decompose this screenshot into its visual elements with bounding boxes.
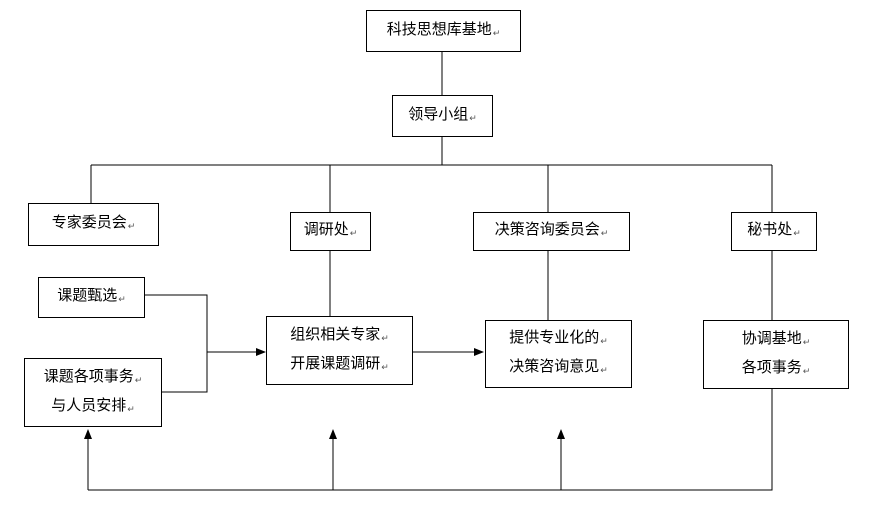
line-feedback-loop [88,389,773,491]
node-topic-selection: 课题甄选 [38,277,145,318]
node-experts: 专家委员会 [28,203,159,246]
node-label-line: 提供专业化的 [509,325,608,354]
node-label-line: 课题甄选 [57,283,126,312]
node-label-line: 各项事务 [742,355,811,384]
node-label-line: 专家委员会 [52,210,136,239]
node-base: 科技思想库基地 [366,10,521,52]
node-research-office: 调研处 [290,212,371,251]
node-coordinate: 协调基地各项事务 [703,320,849,389]
node-label-line: 决策咨询委员会 [495,217,609,246]
node-organize-research: 组织相关专家开展课题调研 [266,316,413,385]
node-label-line: 决策咨询意见 [509,354,608,383]
node-leadership: 领导小组 [392,95,493,137]
node-provide-advice: 提供专业化的决策咨询意见 [485,320,632,388]
line-selection-bracket [145,294,208,393]
node-label-line: 课题各项事务 [44,364,143,393]
node-label-line: 组织相关专家 [290,322,389,351]
node-label-line: 调研处 [304,217,358,246]
node-label-line: 科技思想库基地 [387,17,501,46]
node-secretariat: 秘书处 [731,212,817,251]
node-label-line: 领导小组 [408,102,477,131]
node-label-line: 秘书处 [747,217,801,246]
node-label-line: 协调基地 [742,326,811,355]
node-label-line: 与人员安排 [51,393,135,422]
node-label-line: 开展课题调研 [290,351,389,380]
node-advisory: 决策咨询委员会 [473,212,630,251]
node-topic-affairs: 课题各项事务与人员安排 [24,358,162,427]
